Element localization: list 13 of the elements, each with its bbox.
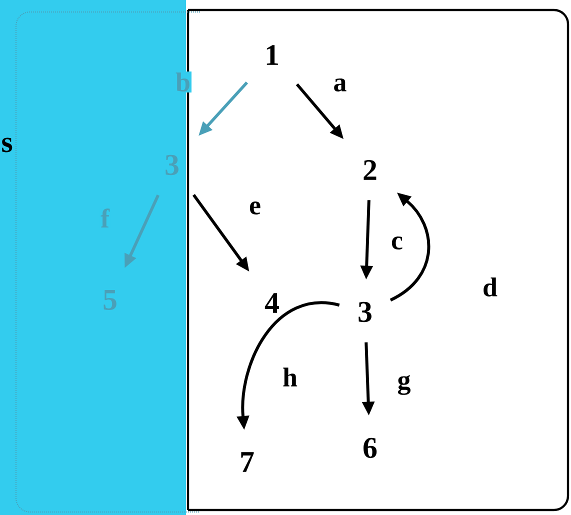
node-label: 2 — [364, 160, 376, 180]
edge-label: e — [248, 200, 262, 216]
node-label: 6 — [364, 438, 377, 458]
edge-label: d — [482, 276, 498, 298]
cut-text: s — [2, 138, 12, 152]
edge-label: a — [332, 78, 348, 92]
node-label: 4 — [264, 293, 279, 313]
edge-label: g — [396, 374, 412, 396]
node-label: 7 — [241, 452, 254, 472]
node-label: 1 — [266, 45, 278, 65]
edge-label: h — [282, 366, 298, 388]
edge-label: c — [390, 236, 404, 250]
node-label: 3 — [358, 302, 372, 322]
